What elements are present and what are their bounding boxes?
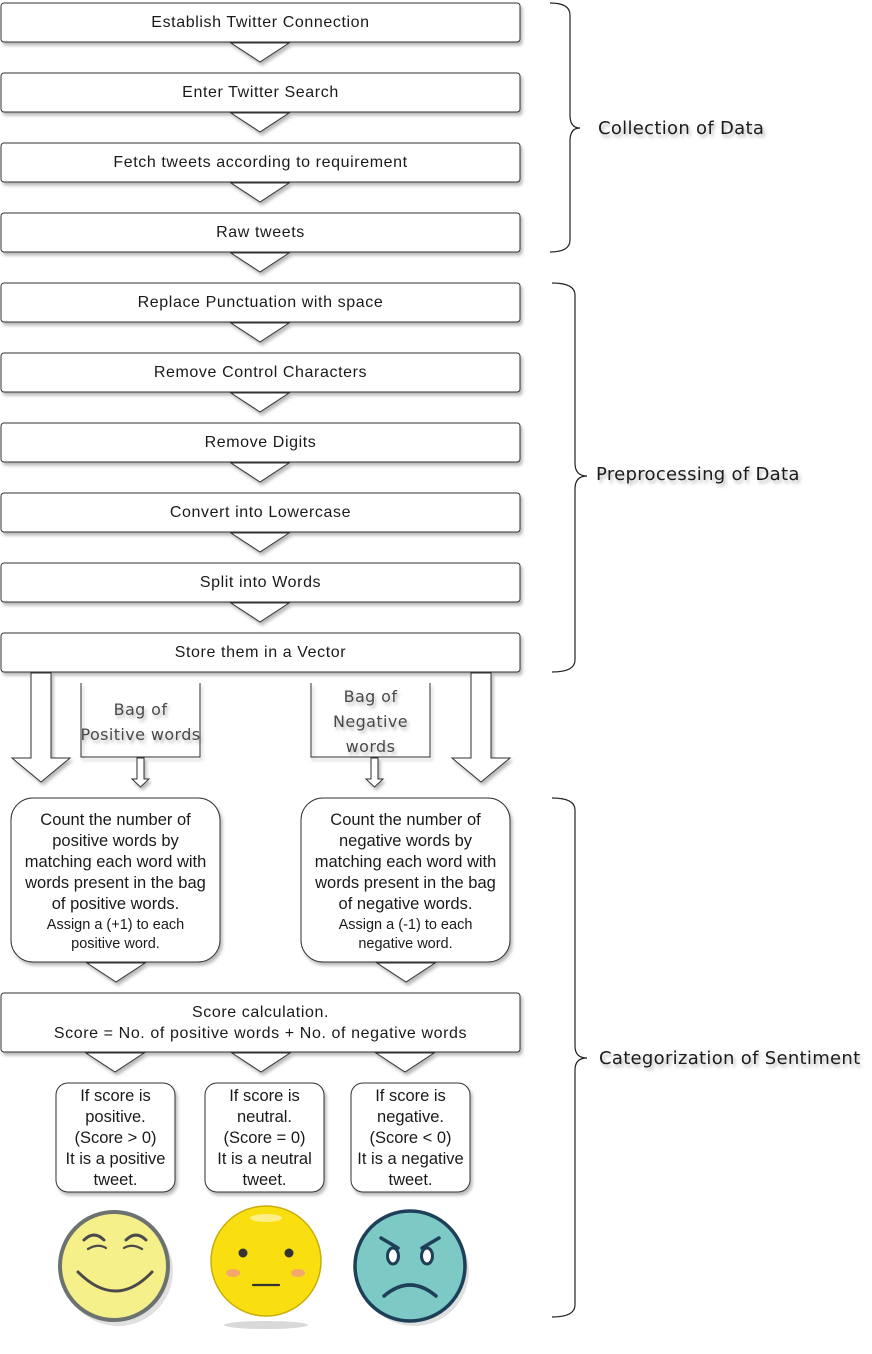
process-step-label: Enter Twitter Search	[182, 84, 339, 101]
outcome-negative-line: If score is	[375, 1087, 446, 1105]
process-step-label: Remove Control Characters	[154, 364, 367, 381]
count-negative-line: matching each word with	[315, 853, 497, 871]
outcome-positive-line: If score is	[80, 1087, 151, 1105]
process-step-label: Store them in a Vector	[175, 644, 347, 661]
phase-label-collection: Collection of Data	[598, 118, 764, 139]
score-formula: Score = No. of positive words + No. of n…	[54, 1025, 467, 1042]
brace-preprocessing	[551, 282, 588, 673]
outcome-positive-line: positive.	[85, 1108, 146, 1126]
outcome-negative-box: If score is negative. (Score < 0) It is …	[350, 1082, 471, 1193]
arrow-score-to-negative	[374, 1052, 436, 1073]
big-arrow-right	[450, 672, 512, 783]
outcome-neutral-box: If score is neutral. (Score = 0) It is a…	[204, 1082, 325, 1193]
bag-negative-line3: words	[346, 737, 396, 756]
flow-arrow-down	[229, 182, 291, 203]
count-negative-line: Count the number of	[330, 811, 481, 829]
score-calculation-box: Score calculation. Score = No. of positi…	[0, 992, 521, 1053]
count-negative-box: Count the number of negative words by ma…	[300, 797, 511, 963]
count-positive-line: Count the number of	[40, 811, 191, 829]
outcome-neutral-line: It is a neutral	[217, 1150, 311, 1168]
bag-negative-line1: Bag of	[344, 687, 398, 706]
count-positive-line: of positive words.	[52, 895, 179, 913]
outcome-positive-line: tweet.	[93, 1171, 137, 1189]
process-step-label: Fetch tweets according to requirement	[113, 154, 407, 171]
flow-arrow-down	[229, 112, 291, 133]
process-step-label: Raw tweets	[216, 224, 305, 241]
process-step-box	[0, 2, 521, 43]
outcome-neutral-line: tweet.	[242, 1171, 286, 1189]
frowning-face-icon	[353, 1209, 469, 1326]
process-step-box	[0, 492, 521, 533]
assign-positive-line: Assign a (+1) to each	[47, 917, 184, 933]
count-negative-line: words present in the bag	[314, 874, 496, 892]
brace-categorization	[551, 797, 588, 1318]
bag-negative: Bag of Negative words	[310, 683, 431, 788]
bag-negative-line2: Negative	[333, 712, 408, 731]
count-negative-line: of negative words.	[339, 895, 473, 913]
bag-positive-line2: Positive words	[80, 725, 200, 744]
process-step-box	[0, 422, 521, 463]
arrow-count-negative-to-score	[375, 962, 437, 983]
process-step-label: Remove Digits	[205, 434, 317, 451]
count-positive-box: Count the number of positive words by ma…	[10, 797, 221, 963]
outcome-positive-box: If score is positive. (Score > 0) It is …	[55, 1082, 176, 1193]
flow-arrow-down	[229, 42, 291, 63]
score-calculation-title: Score calculation.	[192, 1004, 329, 1021]
process-step-box	[0, 562, 521, 603]
outcome-neutral-line: If score is	[229, 1087, 300, 1105]
outcome-positive-line: It is a positive	[66, 1150, 166, 1168]
process-step-box	[0, 72, 521, 113]
arrow-count-positive-to-score	[85, 962, 147, 983]
outcome-negative-line: tweet.	[388, 1171, 432, 1189]
flow-arrow-down	[229, 322, 291, 343]
flow-arrow-down	[229, 392, 291, 413]
count-negative-line: negative words by	[339, 832, 473, 850]
phase-label-categorization: Categorization of Sentiment	[599, 1048, 860, 1069]
flow-arrow-down	[229, 602, 291, 623]
process-step-box	[0, 142, 521, 183]
flow-arrow-down	[229, 462, 291, 483]
flow-arrow-down	[229, 252, 291, 273]
process-step-label: Establish Twitter Connection	[151, 14, 369, 31]
outcome-neutral-line: neutral.	[237, 1108, 292, 1126]
count-positive-line: matching each word with	[25, 853, 207, 871]
process-step-box	[0, 352, 521, 393]
outcome-neutral-line: (Score = 0)	[223, 1129, 305, 1147]
arrow-score-to-positive	[84, 1052, 146, 1073]
process-step-label: Split into Words	[200, 574, 321, 591]
big-arrow-left	[10, 672, 72, 783]
phase-label-preprocessing: Preprocessing of Data	[596, 464, 800, 485]
neutral-face-icon	[210, 1205, 322, 1329]
outcome-negative-line: negative.	[377, 1108, 444, 1126]
arrow-score-to-neutral	[230, 1052, 292, 1073]
outcome-positive-line: (Score > 0)	[74, 1129, 156, 1147]
bag-positive-line1: Bag of	[114, 700, 168, 719]
outcome-negative-line: (Score < 0)	[369, 1129, 451, 1147]
process-step-box	[0, 632, 521, 673]
smiling-face-icon	[58, 1210, 173, 1326]
count-positive-line: words present in the bag	[24, 874, 206, 892]
process-step-box	[0, 212, 521, 253]
count-positive-line: positive words by	[52, 832, 179, 850]
process-step-label: Convert into Lowercase	[170, 504, 351, 521]
bag-positive: Bag of Positive words	[80, 683, 201, 788]
assign-negative-line: Assign a (-1) to each	[339, 917, 473, 933]
flow-arrow-down	[229, 532, 291, 553]
outcome-negative-line: It is a negative	[357, 1150, 463, 1168]
assign-positive-line: positive word.	[71, 936, 160, 952]
process-step-box	[0, 282, 521, 323]
assign-negative-line: negative word.	[358, 936, 452, 952]
brace-collection	[549, 2, 581, 253]
process-step-label: Replace Punctuation with space	[138, 294, 384, 311]
